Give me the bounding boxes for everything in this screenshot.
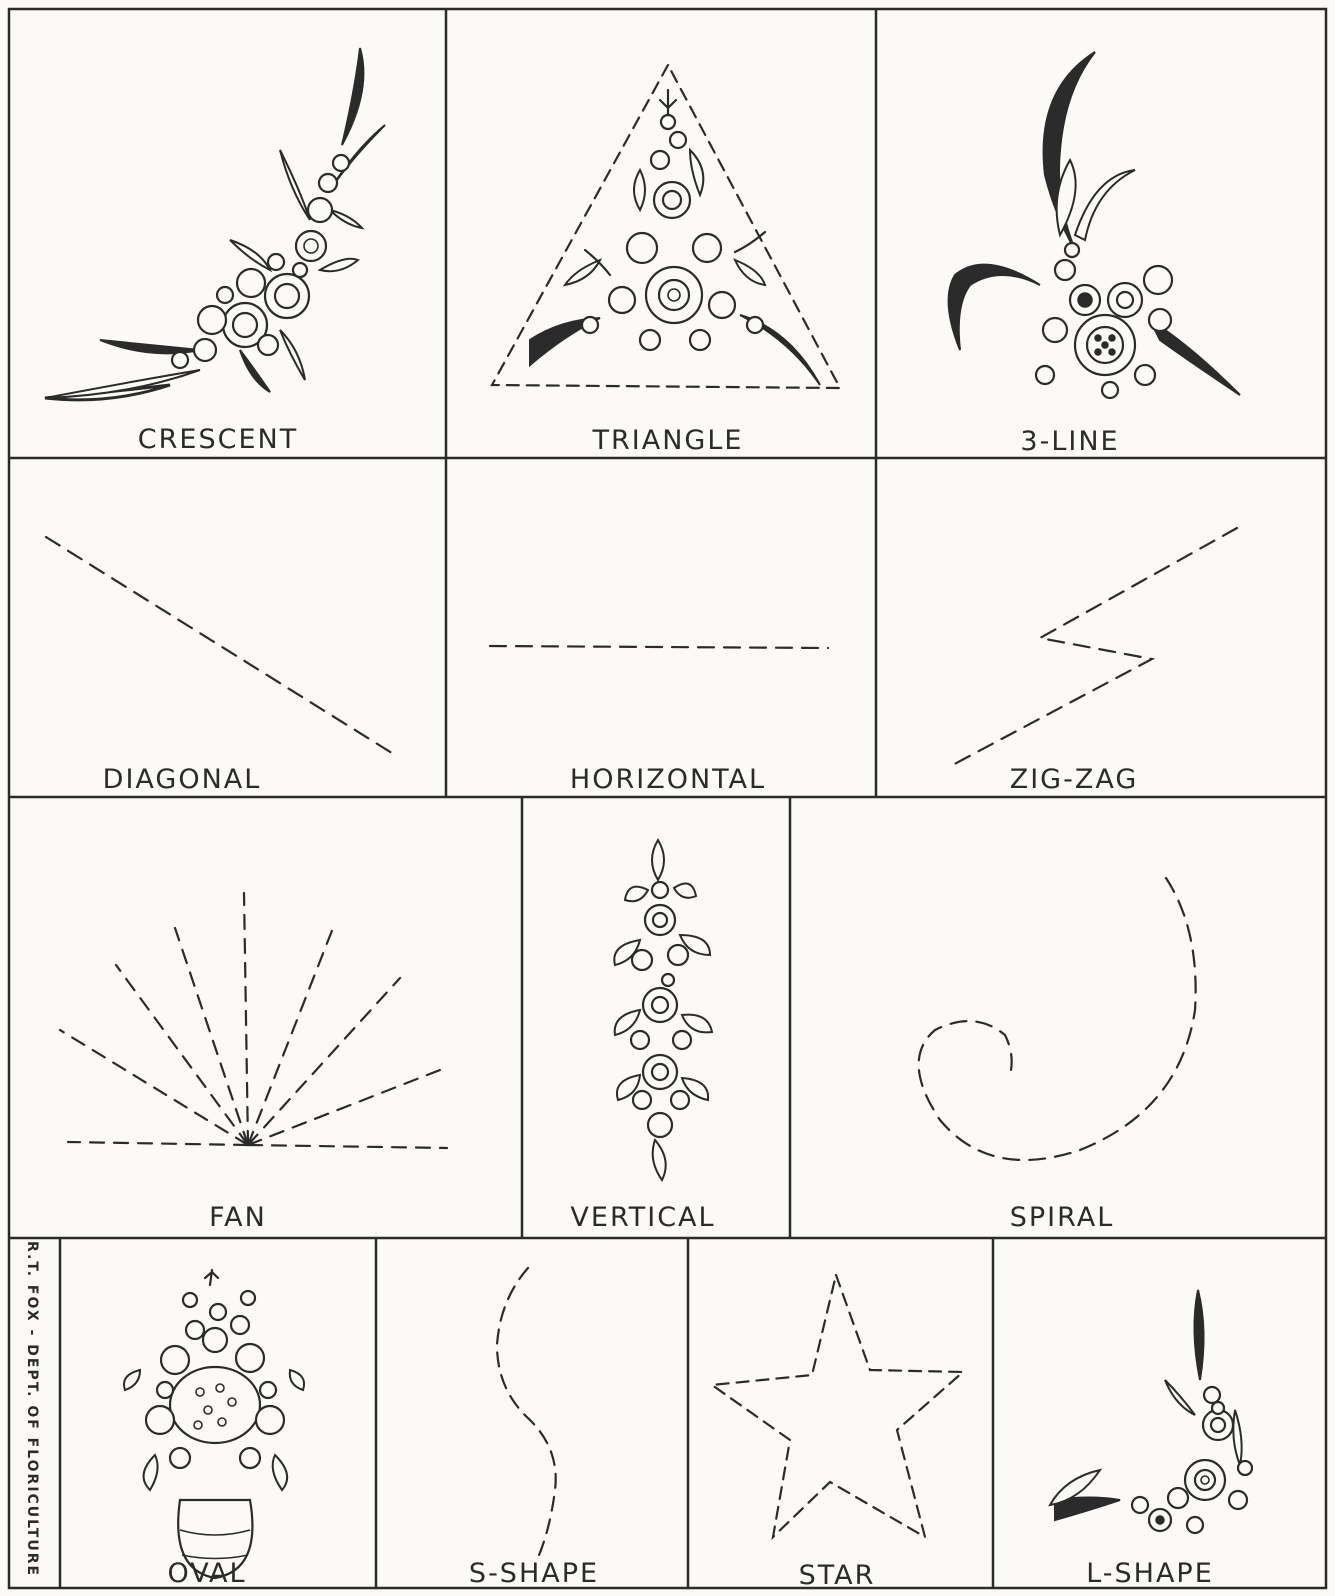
label-horizontal: HORIZONTAL — [570, 766, 766, 793]
label-s-shape: S-SHAPE — [469, 1560, 599, 1587]
label-crescent: CRESCENT — [138, 426, 298, 453]
label-l-shape: L-SHAPE — [1086, 1560, 1214, 1587]
label-fan: FAN — [209, 1204, 267, 1231]
label-three-line: 3-LINE — [1020, 428, 1119, 455]
crescent-arrangement — [45, 48, 385, 400]
label-diagonal: DIAGONAL — [103, 766, 262, 793]
diagonal-line — [46, 537, 395, 755]
l-shape-arrangement — [1050, 1290, 1252, 1533]
label-zigzag: ZIG-ZAG — [1010, 766, 1139, 793]
zigzag-line — [947, 528, 1237, 768]
label-star: STAR — [799, 1562, 876, 1589]
label-triangle: TRIANGLE — [593, 427, 744, 454]
oval-arrangement — [124, 1270, 304, 1578]
credit-text: R.T. FOX - DEPT. OF FLORICULTURE — [24, 1241, 40, 1577]
three-line-arrangement — [949, 52, 1240, 398]
s-shape-line — [497, 1268, 556, 1560]
star-shape — [712, 1275, 963, 1537]
vertical-arrangement — [614, 840, 712, 1180]
grid-lines — [9, 9, 1326, 1588]
fan-lines — [60, 893, 447, 1148]
spiral-line — [919, 878, 1196, 1160]
label-spiral: SPIRAL — [1010, 1204, 1115, 1231]
horizontal-line — [490, 646, 828, 648]
triangle-arrangement — [492, 65, 840, 388]
label-oval: OVAL — [167, 1560, 246, 1587]
label-vertical: VERTICAL — [570, 1204, 715, 1231]
